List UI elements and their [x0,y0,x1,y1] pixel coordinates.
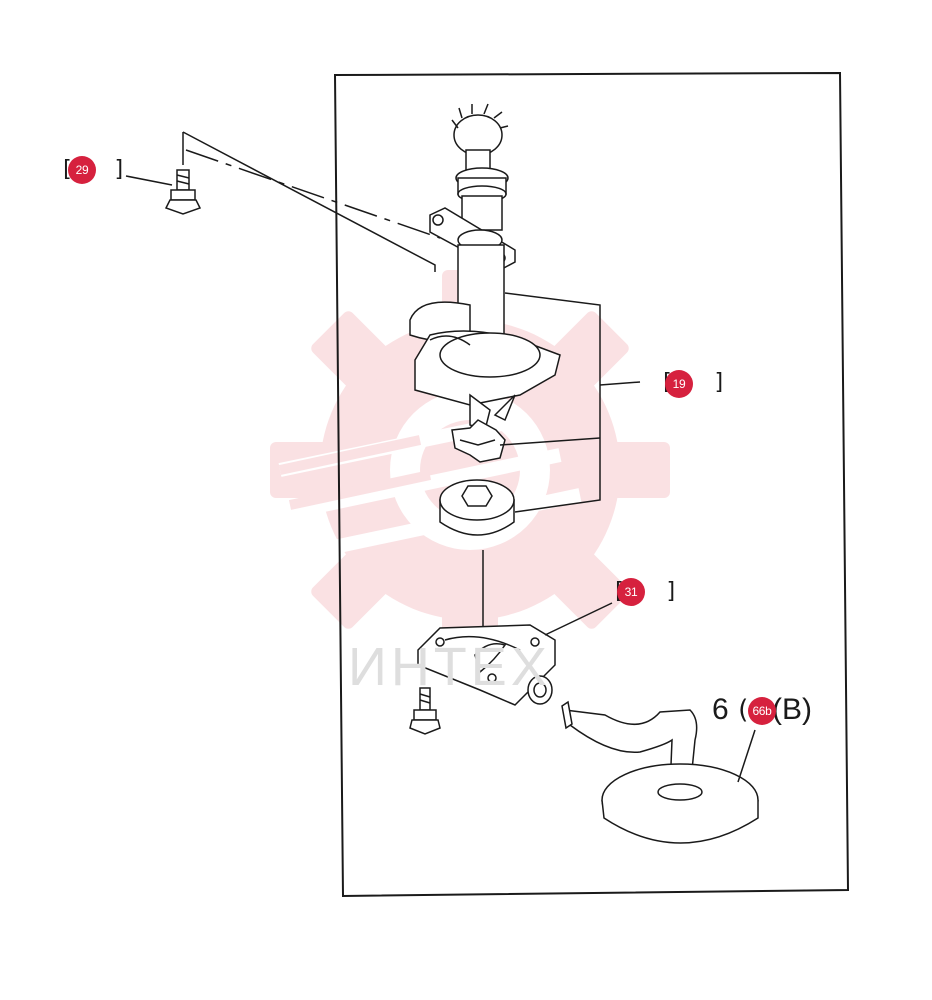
callout-19[interactable]: 19 [665,370,693,398]
centerline-dashed [185,149,441,239]
diagram-frame [333,71,850,898]
leader-line-19 [599,381,641,386]
leader-line-29-flange [182,131,436,272]
bracket-66b: ( [735,695,751,725]
callout-66b[interactable]: 66b [748,697,776,725]
leader-line-29 [125,175,173,186]
inner-rotor-icon [451,419,506,463]
pump-body-icon [409,244,561,431]
pump-cover-icon [417,624,556,706]
oil-strainer-icon [561,700,759,844]
leader-line-66b [737,729,756,783]
part-reference-suffix: (B) [772,693,812,726]
leader-line-19-rotor [499,437,601,446]
outer-rotor-icon [439,479,515,536]
cover-bolt-icon [409,687,441,735]
part-reference-prefix: 6 [712,693,729,726]
leader-bracket-19 [504,292,601,513]
callout-31[interactable]: 31 [617,578,645,606]
watermark-text: ИНТЕХ [348,637,551,697]
callout-29[interactable]: 29 [68,156,96,184]
drive-gear-shaft-icon [451,103,509,231]
leader-line-31 [544,602,613,636]
bolt-29-icon [164,169,202,215]
